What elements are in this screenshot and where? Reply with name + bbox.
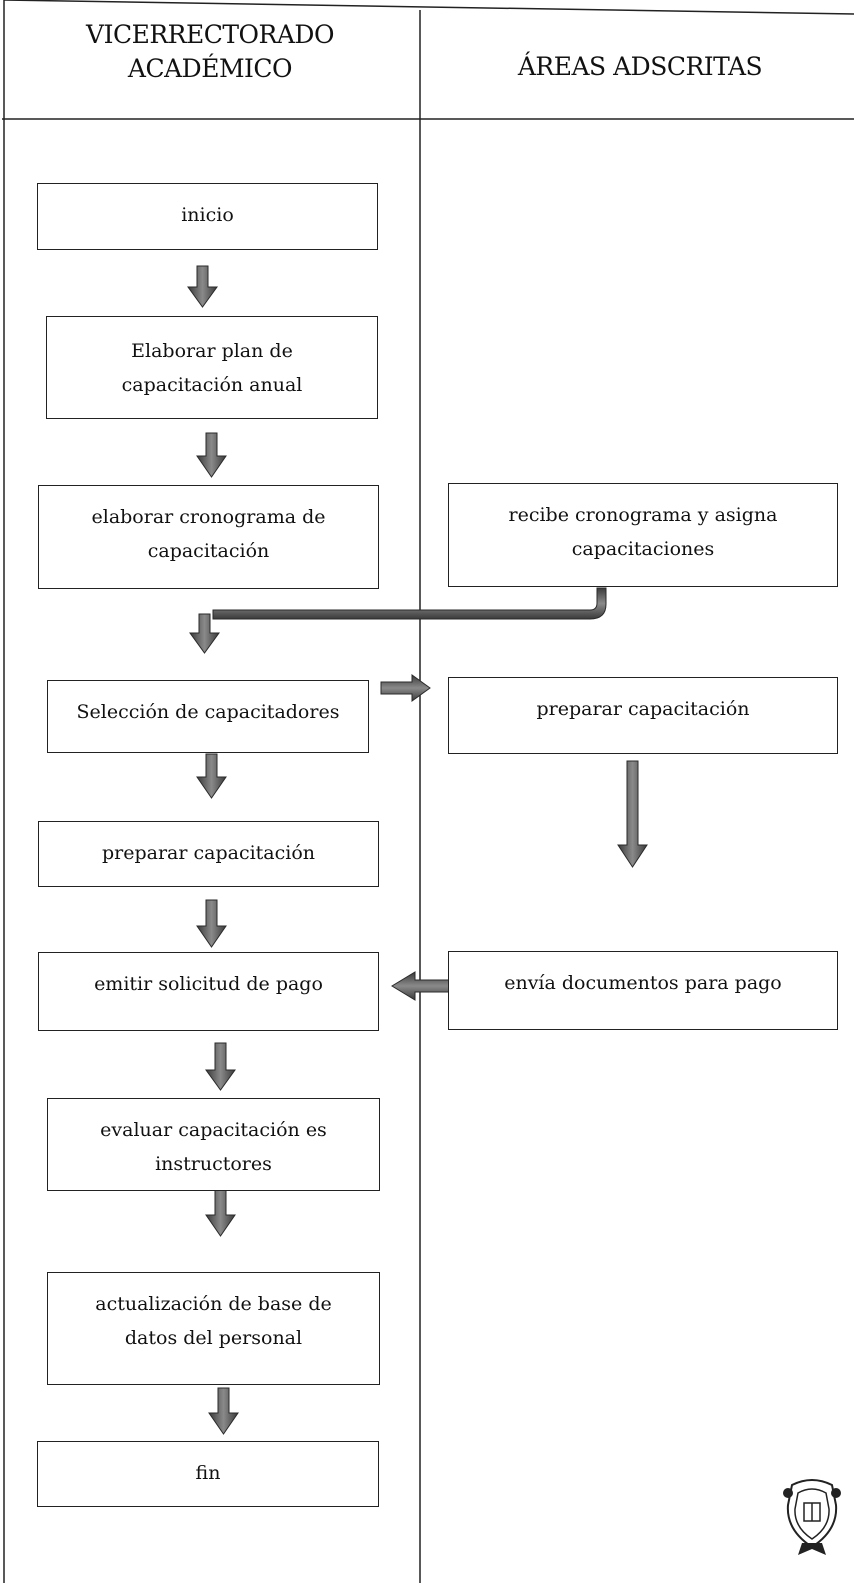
node-seleccion-capacitadores: Selección de capacitadores: [47, 680, 369, 753]
arrow-right-1: [380, 674, 431, 702]
institution-seal-icon: [783, 1479, 841, 1555]
node-actualizacion-base: actualización de base de datos del perso…: [47, 1272, 380, 1385]
node-recibe-cronograma: recibe cronograma y asigna capacitacione…: [448, 483, 838, 587]
node-elaborar-plan: Elaborar plan de capacitación anual: [46, 316, 378, 419]
arrow-down-4: [196, 753, 227, 799]
arrow-down-1: [187, 265, 218, 308]
node-preparar-capacitacion-right: preparar capacitación: [448, 677, 838, 754]
arrow-down-right-lane: [617, 760, 648, 868]
connector-return-line: [212, 587, 607, 620]
arrow-down-5: [196, 899, 227, 948]
arrow-down-7: [205, 1189, 236, 1237]
node-elaborar-cronograma: elaborar cronograma de capacitación: [38, 485, 379, 589]
node-inicio: inicio: [37, 183, 378, 250]
top-border: [3, 0, 854, 15]
node-emitir-solicitud: emitir solicitud de pago: [38, 952, 379, 1031]
arrow-down-8: [208, 1387, 239, 1435]
arrow-down-3: [189, 613, 220, 654]
node-envia-documentos: envía documentos para pago: [448, 951, 838, 1030]
arrow-down-2: [196, 432, 227, 478]
node-evaluar-capacitacion: evaluar capacitación es instructores: [47, 1098, 380, 1191]
arrow-left-1: [391, 971, 452, 1001]
node-preparar-capacitacion-left: preparar capacitación: [38, 821, 379, 887]
node-fin: fin: [37, 1441, 379, 1507]
arrow-down-6: [205, 1042, 236, 1091]
lane-header-areas-adscritas: ÁREAS ADSCRITAS: [517, 52, 763, 81]
lane-header-vicerrectorado: VICERRECTORADO ACADÉMICO: [86, 20, 334, 83]
